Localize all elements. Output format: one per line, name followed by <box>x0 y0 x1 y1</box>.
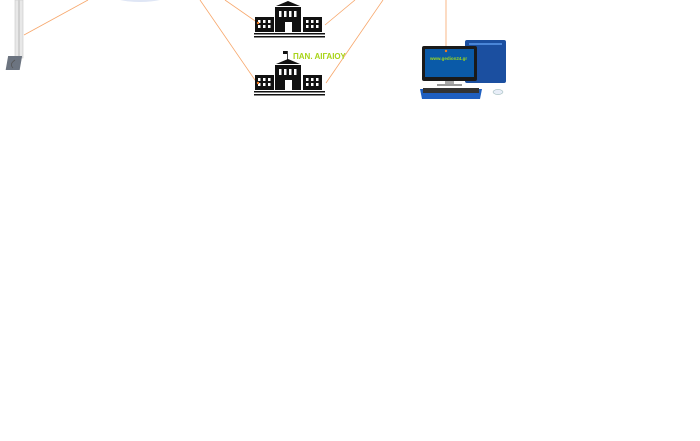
link-building-2-right <box>325 0 384 84</box>
link-building-1-right <box>324 0 356 26</box>
computer-icon: www.gedion24.gr <box>420 40 506 99</box>
building-icon <box>254 1 325 38</box>
connection-lines <box>23 0 447 84</box>
screen-text: www.gedion24.gr <box>429 56 467 61</box>
antenna-pole-icon <box>5 0 24 70</box>
building-label: ΠΑΝ. ΑΙΓΑΙΟΥ <box>293 52 346 61</box>
link-antenna <box>23 0 89 36</box>
cloud-icon <box>120 0 160 2</box>
link-to-building-2 <box>199 0 258 84</box>
building-icon <box>254 51 325 96</box>
link-to-building-1 <box>224 0 259 24</box>
